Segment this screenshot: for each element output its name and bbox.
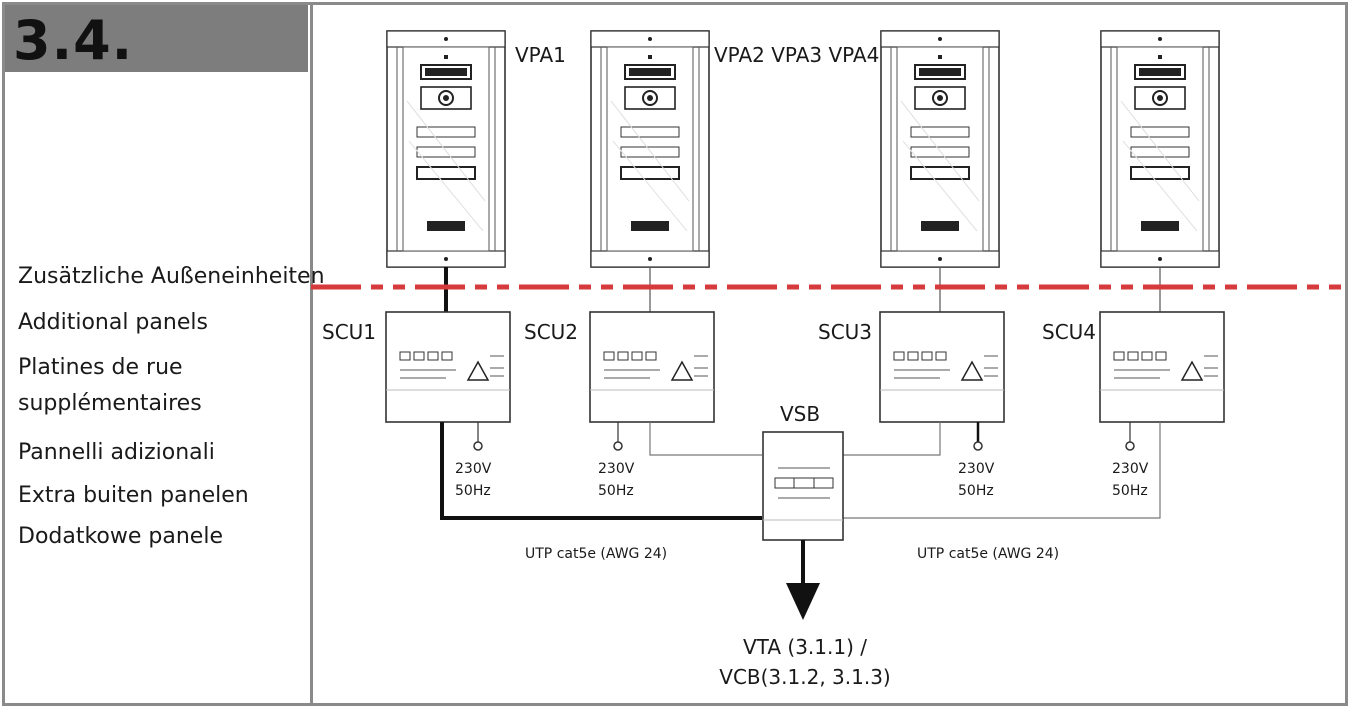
- power-voltage-4: 230V: [1112, 461, 1149, 477]
- scu4-label: SCU4: [1042, 320, 1097, 344]
- scu-3: [879, 311, 1005, 423]
- scu3-label: SCU3: [818, 320, 873, 344]
- power-voltage-3: 230V: [958, 461, 995, 477]
- vsb-label: VSB: [780, 402, 821, 426]
- scu-1: [385, 311, 511, 423]
- label-italian: Pannelli adizionali: [18, 440, 215, 465]
- section-number: 3.4.: [13, 9, 134, 72]
- panel-vpa4: [1100, 30, 1220, 268]
- power-voltage-2: 230V: [598, 461, 635, 477]
- label-french-line2: supplémentaires: [18, 391, 202, 416]
- panel-vpa3: [880, 30, 1000, 268]
- scu-2: [589, 311, 715, 423]
- label-english: Additional panels: [18, 310, 208, 335]
- cable-label-right: UTP cat5e (AWG 24): [917, 546, 1060, 562]
- panel-vpa1: [386, 30, 506, 268]
- power-frequency-1: 50Hz: [455, 483, 491, 499]
- vsb-box: [762, 431, 844, 541]
- label-polish: Dodatkowe panele: [18, 524, 223, 549]
- label-german: Zusätzliche Außeneinheiten: [18, 264, 325, 289]
- scu1-label: SCU1: [322, 320, 377, 344]
- label-dutch: Extra buiten panelen: [18, 483, 249, 508]
- section-header: 3.4.: [5, 5, 308, 72]
- destination-line1: VTA (3.1.1) /: [743, 635, 867, 659]
- vpa234-label: VPA2 VPA3 VPA4: [714, 43, 880, 67]
- power-frequency-2: 50Hz: [598, 483, 634, 499]
- power-voltage-1: 230V: [455, 461, 492, 477]
- cable-label-left: UTP cat5e (AWG 24): [525, 546, 668, 562]
- scu-4: [1099, 311, 1225, 423]
- panel-vpa2: [590, 30, 710, 268]
- destination-line2: VCB(3.1.2, 3.1.3): [719, 665, 891, 689]
- label-french-line1: Platines de rue: [18, 355, 183, 380]
- scu2-label: SCU2: [524, 320, 579, 344]
- vpa1-label: VPA1: [515, 43, 566, 67]
- power-frequency-4: 50Hz: [1112, 483, 1148, 499]
- legend-column: [2, 2, 313, 706]
- power-frequency-3: 50Hz: [958, 483, 994, 499]
